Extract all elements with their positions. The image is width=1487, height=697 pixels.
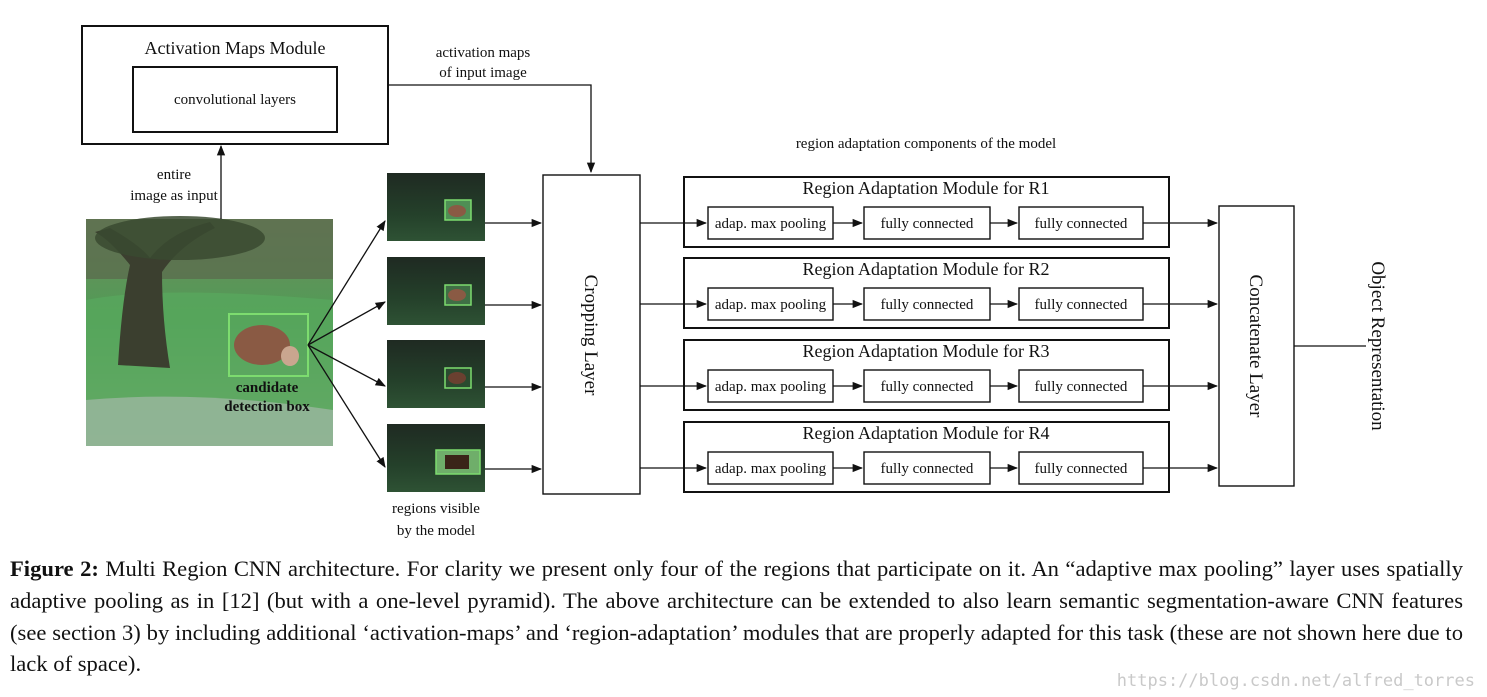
module-step-box xyxy=(863,451,991,485)
entire-image-label-line2: image as input xyxy=(130,188,218,204)
activation-maps-module: Activation Maps Module convolutional lay… xyxy=(81,25,389,145)
region-thumbnail-2 xyxy=(387,257,485,325)
module-step-label: adap. max pooling xyxy=(715,297,827,313)
module-step-label: adap. max pooling xyxy=(715,216,827,232)
region-thumbnail-4 xyxy=(387,424,485,492)
module-title: Region Adaptation Module for R1 xyxy=(803,178,1050,198)
caption-text: Multi Region CNN architecture. For clari… xyxy=(10,556,1463,677)
thumbnail-to-cropping-arrows xyxy=(485,218,543,474)
concatenate-layer: Concatenate Layer xyxy=(1218,205,1295,487)
module-step-box xyxy=(1018,206,1144,240)
object-representation-label: Object Representation xyxy=(1367,261,1388,431)
regions-visible-label-line2: by the model xyxy=(397,523,475,539)
module-step-label: fully connected xyxy=(1035,297,1128,313)
region-adaptation-module-r4: Region Adaptation Module for R4 adap. max… xyxy=(640,421,1219,493)
candidate-label-line2: detection box xyxy=(224,399,310,415)
region-adaptation-module-r2: Region Adaptation Module for R2 adap. max… xyxy=(640,257,1219,329)
input-image xyxy=(86,216,333,446)
activation-maps-arrow xyxy=(388,84,596,174)
module-step-label: fully connected xyxy=(881,379,974,395)
module-step-label: fully connected xyxy=(1035,216,1128,232)
module-step-label: fully connected xyxy=(881,216,974,232)
module-title: Region Adaptation Module for R4 xyxy=(803,423,1050,443)
convolutional-layers-label: convolutional layers xyxy=(174,92,296,108)
candidate-label-line1: candidate xyxy=(236,380,299,396)
region-components-label: region adaptation components of the mode… xyxy=(796,136,1056,152)
module-title: Region Adaptation Module for R3 xyxy=(803,341,1050,361)
module-step-box xyxy=(707,369,834,403)
cropping-layer-label: Cropping Layer xyxy=(580,275,601,397)
cropping-layer: Cropping Layer xyxy=(542,174,641,495)
figure-label: Figure 2: xyxy=(10,556,99,581)
activation-maps-label-line2: of input image xyxy=(439,65,527,81)
module-step-box xyxy=(707,287,834,321)
figure-caption: Figure 2: Multi Region CNN architecture.… xyxy=(10,553,1463,680)
region-adaptation-module-r1: Region Adaptation Module for R1 adap. max… xyxy=(640,176,1219,248)
module-step-label: fully connected xyxy=(881,461,974,477)
entire-image-label-line1: entire xyxy=(157,167,191,183)
module-step-box xyxy=(863,206,991,240)
module-step-label: fully connected xyxy=(1035,461,1128,477)
module-step-label: adap. max pooling xyxy=(715,461,827,477)
module-step-box xyxy=(1018,287,1144,321)
region-thumbnail-1 xyxy=(387,173,485,241)
concatenate-layer-label: Concatenate Layer xyxy=(1245,275,1266,419)
region-adaptation-modules: Region Adaptation Module for R1 adap. max… xyxy=(640,176,1219,493)
region-adaptation-module-r3: Region Adaptation Module for R3 adap. max… xyxy=(640,339,1219,411)
activation-module-title: Activation Maps Module xyxy=(145,38,326,58)
module-step-label: fully connected xyxy=(881,297,974,313)
module-step-label: adap. max pooling xyxy=(715,379,827,395)
architecture-diagram: Activation Maps Module convolutional lay… xyxy=(81,25,1388,539)
module-title: Region Adaptation Module for R2 xyxy=(803,259,1050,279)
activation-maps-label-line1: activation maps xyxy=(436,45,531,61)
module-step-box xyxy=(1018,369,1144,403)
module-step-label: fully connected xyxy=(1035,379,1128,395)
region-thumbnail-3 xyxy=(387,340,485,408)
region-fanout-arrows xyxy=(307,220,386,468)
regions-visible-label-line1: regions visible xyxy=(392,501,480,517)
module-step-box xyxy=(707,451,834,485)
watermark: https://blog.csdn.net/alfred_torres xyxy=(1116,671,1475,691)
module-step-box xyxy=(863,369,991,403)
